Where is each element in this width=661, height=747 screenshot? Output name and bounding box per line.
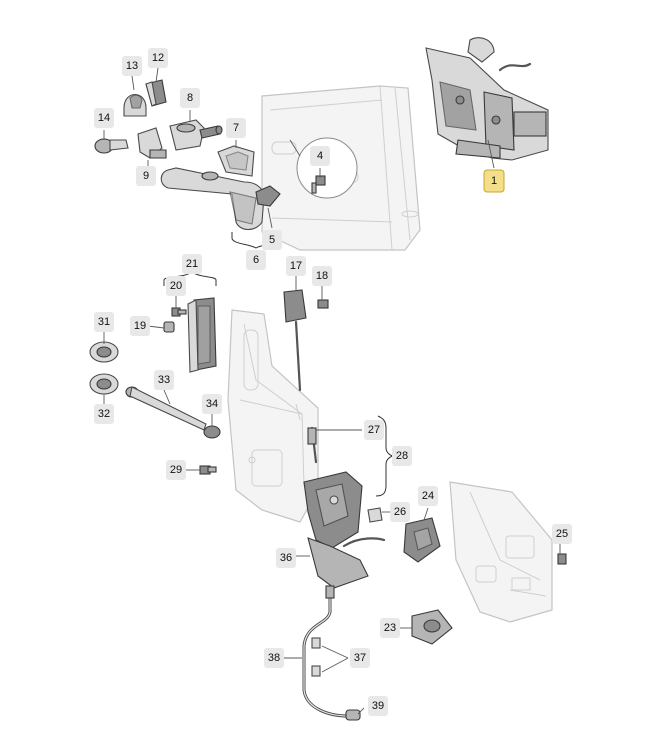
- gasket-5: [255, 185, 281, 207]
- callout-23[interactable]: 23: [380, 618, 400, 638]
- screw-25: [557, 553, 567, 565]
- svg-text:25: 25: [556, 528, 568, 540]
- callout-32[interactable]: 32: [94, 404, 114, 424]
- svg-text:20: 20: [170, 280, 182, 292]
- handle-gasket-7: [217, 145, 255, 177]
- svg-text:1: 1: [491, 175, 497, 187]
- callout-27[interactable]: 27: [364, 420, 384, 440]
- outer-door-handle: [160, 167, 265, 231]
- cap-19: [163, 321, 175, 333]
- end-cap-39: [345, 709, 361, 721]
- svg-text:34: 34: [206, 398, 218, 410]
- callout-17[interactable]: 17: [286, 256, 306, 276]
- lock-module-1: [425, 37, 549, 161]
- lower-door-frame: [227, 309, 319, 523]
- cap-13: [123, 93, 147, 117]
- svg-text:18: 18: [316, 270, 328, 282]
- svg-text:7: 7: [233, 122, 239, 134]
- svg-text:4: 4: [317, 150, 323, 162]
- callout-38[interactable]: 38: [264, 648, 284, 668]
- svg-text:8: 8: [187, 92, 193, 104]
- screw-4: [311, 175, 326, 194]
- svg-text:28: 28: [396, 450, 408, 462]
- actuator-24: [403, 517, 441, 563]
- release-lever-36: [307, 537, 369, 589]
- svg-text:13: 13: [126, 60, 138, 72]
- rod-27: [307, 426, 318, 464]
- callout-28[interactable]: 28: [392, 446, 412, 466]
- svg-text:29: 29: [170, 464, 182, 476]
- screw-20: [171, 307, 187, 317]
- bracket-9: [137, 127, 167, 159]
- cable-38: [302, 585, 350, 718]
- svg-text:39: 39: [372, 700, 384, 712]
- callout-6[interactable]: 6: [246, 250, 266, 270]
- callout-4[interactable]: 4: [310, 146, 330, 166]
- key-insert-14: [94, 138, 129, 154]
- callout-25[interactable]: 25: [552, 524, 572, 544]
- callout-31[interactable]: 31: [94, 312, 114, 332]
- rosette-31: [89, 341, 119, 363]
- cap-12: [145, 79, 167, 107]
- svg-text:32: 32: [98, 408, 110, 420]
- lock-cylinder-8: [169, 119, 223, 151]
- callout-1[interactable]: 1: [483, 169, 505, 193]
- callout-29[interactable]: 29: [166, 460, 186, 480]
- rosette-32: [89, 373, 119, 395]
- svg-text:24: 24: [422, 490, 434, 502]
- inner-handle-21: [187, 297, 217, 373]
- door-lock-28: [303, 471, 386, 549]
- svg-text:27: 27: [368, 424, 380, 436]
- callout-24[interactable]: 24: [418, 486, 438, 506]
- callout-13[interactable]: 13: [122, 56, 142, 76]
- clip-26: [367, 507, 383, 523]
- callout-20[interactable]: 20: [166, 276, 186, 296]
- callout-14[interactable]: 14: [94, 108, 114, 128]
- callout-34[interactable]: 34: [202, 394, 222, 414]
- svg-text:14: 14: [98, 112, 110, 124]
- right-door-frame: [449, 481, 553, 623]
- svg-text:9: 9: [143, 170, 149, 182]
- callout-5[interactable]: 5: [262, 230, 282, 250]
- svg-text:23: 23: [384, 622, 396, 634]
- knob-34: [203, 425, 221, 439]
- callout-36[interactable]: 36: [276, 548, 296, 568]
- callout-12[interactable]: 12: [148, 48, 168, 68]
- clip-37-lower: [311, 665, 321, 677]
- svg-text:6: 6: [253, 254, 259, 266]
- screw-29: [199, 465, 217, 475]
- clip-37-upper: [311, 637, 321, 649]
- screw-18: [317, 299, 329, 309]
- callout-39[interactable]: 39: [368, 696, 388, 716]
- svg-text:5: 5: [269, 234, 275, 246]
- shaft-33: [125, 386, 207, 431]
- callout-26[interactable]: 26: [390, 502, 410, 522]
- svg-text:38: 38: [268, 652, 280, 664]
- callout-33[interactable]: 33: [154, 370, 174, 390]
- svg-text:12: 12: [152, 52, 164, 64]
- striker-23: [411, 609, 453, 645]
- svg-text:19: 19: [134, 320, 146, 332]
- lock-button-17: [283, 289, 307, 392]
- svg-text:33: 33: [158, 374, 170, 386]
- svg-text:17: 17: [290, 260, 302, 272]
- svg-text:21: 21: [186, 258, 198, 270]
- svg-text:36: 36: [280, 552, 292, 564]
- callout-9[interactable]: 9: [136, 166, 156, 186]
- callout-37[interactable]: 37: [350, 648, 370, 668]
- callout-19[interactable]: 19: [130, 316, 150, 336]
- callout-7[interactable]: 7: [226, 118, 246, 138]
- callout-labels: 1 4 5 6 7 8 9 12: [94, 48, 572, 716]
- callout-21[interactable]: 21: [182, 254, 202, 274]
- svg-text:31: 31: [98, 316, 110, 328]
- callout-8[interactable]: 8: [180, 88, 200, 108]
- leader-lines: [103, 67, 561, 715]
- svg-text:26: 26: [394, 506, 406, 518]
- callout-18[interactable]: 18: [312, 266, 332, 286]
- svg-text:37: 37: [354, 652, 366, 664]
